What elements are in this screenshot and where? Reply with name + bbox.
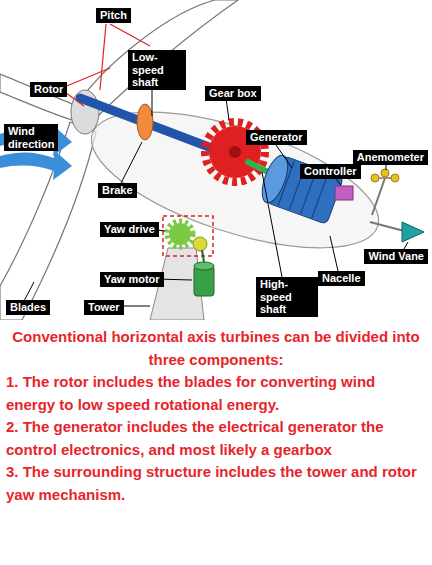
component-note: 1. The rotor includes the blades for con…: [6, 371, 426, 416]
leader-line: [386, 165, 387, 170]
part-label: Anemometer: [353, 150, 428, 165]
leader-line: [335, 178, 341, 185]
part-name: Brake: [102, 184, 133, 197]
part-label: Pitch: [96, 8, 131, 23]
leader-line: [276, 145, 292, 168]
highlight-box: [163, 216, 213, 256]
brake-disc: [137, 104, 153, 140]
part-label: Low-speed shaft: [128, 50, 186, 90]
part-label: Brake: [98, 183, 137, 198]
leader-line: [404, 242, 408, 249]
part-label: Generator: [246, 130, 307, 145]
part-name: Wind Vane: [368, 250, 424, 263]
blade-shape: [0, 74, 75, 120]
caption-text: Conventional horizontal axis turbines ca…: [6, 326, 426, 371]
blade-shape: [0, 122, 96, 320]
part-name: Nacelle: [322, 272, 361, 285]
yaw-gear-teeth: [167, 221, 193, 247]
gear-hub: [229, 146, 241, 158]
background: [0, 0, 432, 320]
part-name: Yaw drive: [104, 223, 155, 236]
part-name: Rotor: [34, 83, 63, 96]
leader-line: [330, 236, 338, 271]
yaw-motor-top: [194, 262, 214, 270]
anemometer-pole: [372, 178, 385, 215]
wind-vane-fin: [402, 222, 424, 242]
part-label: Yaw motor: [100, 272, 164, 287]
part-label: Wind Vane: [364, 249, 428, 264]
controller-box: [335, 186, 353, 200]
leader-line: [24, 282, 34, 301]
part-name: Wind direction: [8, 125, 54, 150]
yaw-pinion: [193, 237, 207, 251]
leader-line: [262, 172, 282, 277]
part-name: Generator: [250, 131, 303, 144]
wind-arrow: [0, 150, 72, 180]
leader-line: [120, 142, 142, 185]
part-name: Pitch: [100, 9, 127, 22]
generator-end: [257, 152, 293, 206]
yaw-gear: [169, 223, 191, 245]
anemometer-cup: [381, 169, 389, 177]
leader-line: [100, 24, 106, 90]
nacelle-housing: [76, 84, 393, 276]
part-label: Blades: [6, 300, 50, 315]
part-label: Wind direction: [4, 124, 58, 151]
part-name: Low-speed shaft: [132, 51, 182, 89]
component-note: 2. The generator includes the electrical…: [6, 416, 426, 461]
low-speed-shaft: [80, 98, 222, 152]
generator-stripe: [312, 173, 328, 218]
component-note: 3. The surrounding structure includes th…: [6, 461, 426, 506]
leader-line: [226, 98, 229, 120]
part-label: Nacelle: [318, 271, 365, 286]
part-label: Controller: [300, 164, 361, 179]
anemometer-cup: [391, 174, 399, 182]
part-name: Yaw motor: [104, 273, 160, 286]
anemometer-cup: [371, 174, 379, 182]
part-label: Rotor: [30, 82, 67, 97]
part-label: High-speed shaft: [256, 277, 318, 317]
description-block: Conventional horizontal axis turbines ca…: [6, 326, 426, 506]
part-name: Controller: [304, 165, 357, 178]
part-name: Tower: [88, 301, 120, 314]
part-label: Gear box: [205, 86, 261, 101]
part-label: Tower: [84, 300, 124, 315]
part-name: High-speed shaft: [260, 278, 314, 316]
label-layer: PitchLow-speed shaftRotor Gear boxWind di…: [0, 0, 432, 320]
leader-line: [62, 68, 110, 88]
part-name: Anemometer: [357, 151, 424, 164]
part-name: Gear box: [209, 87, 257, 100]
part-label: Yaw drive: [100, 222, 159, 237]
yaw-motor-shaft: [202, 250, 204, 262]
part-name: Blades: [10, 301, 46, 314]
leader-line: [110, 24, 150, 46]
